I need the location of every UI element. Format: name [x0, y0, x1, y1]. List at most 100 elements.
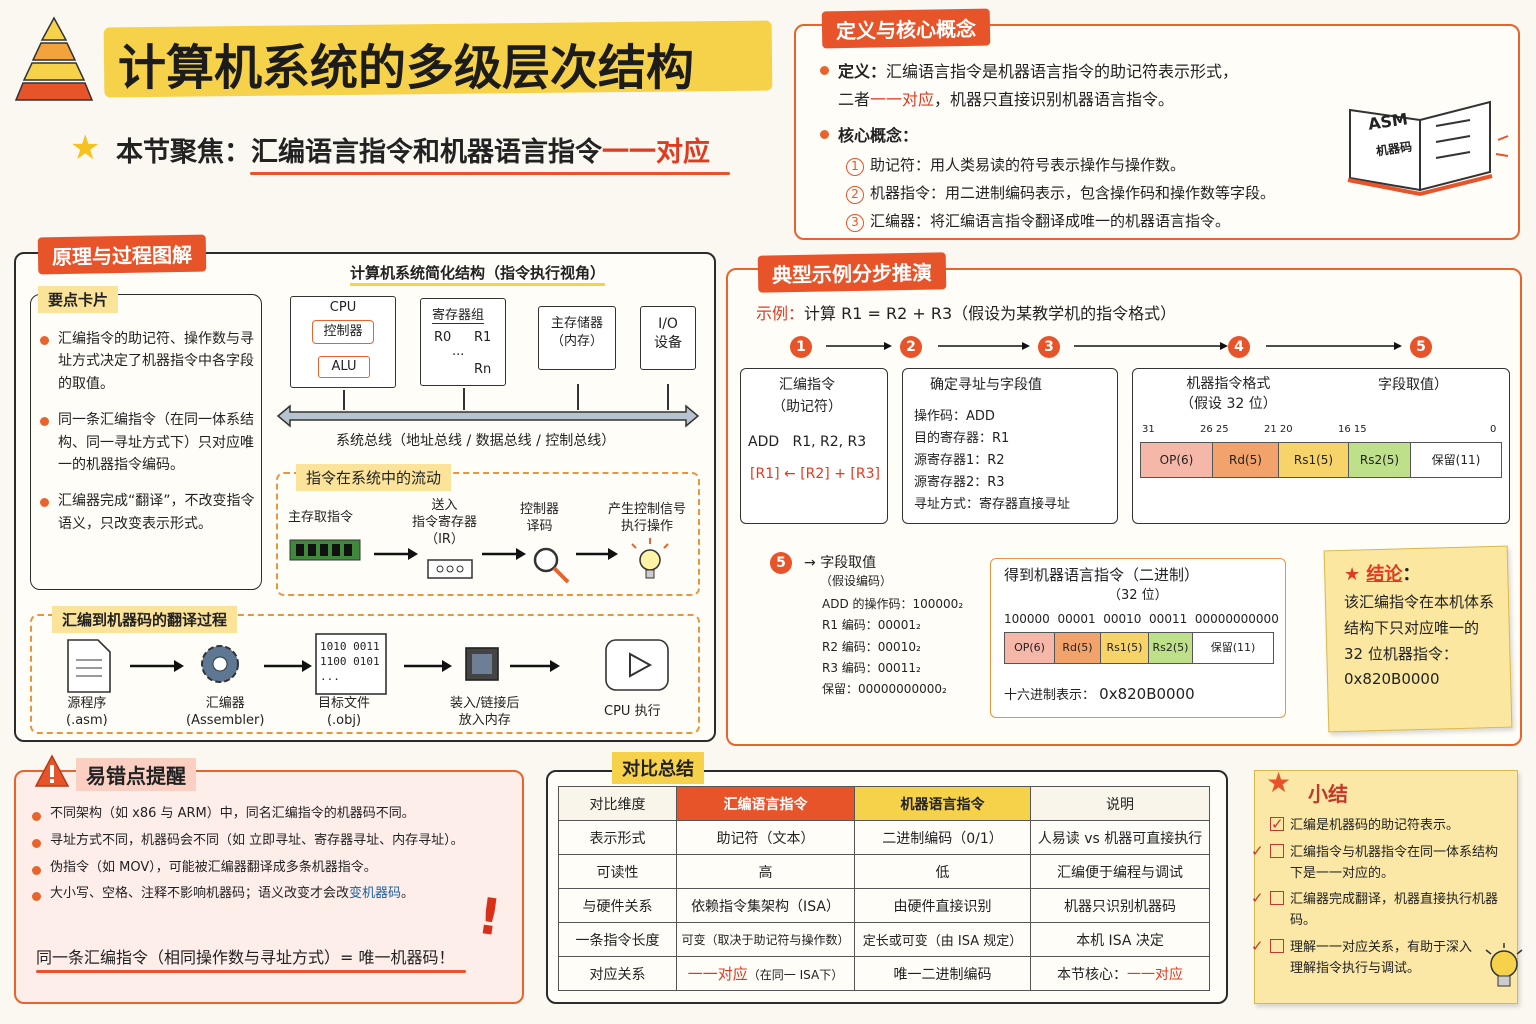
compare-tag: 对比总结 [612, 752, 704, 784]
reg-r1: R1 [474, 330, 492, 345]
field-rs1: Rs1(5) [1279, 443, 1349, 477]
asm-semantics: [R1] ← [R2] + [R3] [750, 466, 880, 482]
trans-cpu: CPU 执行 [604, 704, 661, 719]
pyramid-icon [14, 14, 94, 106]
step-5-detail: 5 [770, 552, 792, 574]
hex-line: 十六进制表示： 0x820B0000 [1004, 685, 1195, 703]
trans-source: 源程序 (.asm) [66, 696, 108, 728]
warning-icon [34, 754, 70, 788]
format-fields: OP(6)Rd(5)Rs1(5)Rs2(5)保留(11) [1140, 442, 1502, 478]
bin-field-rs1: Rs1(5) [1101, 633, 1149, 663]
flow-step-decode: 控制器 译码 [520, 502, 560, 534]
binary-title: 得到机器语言指令（二进制） [1004, 566, 1200, 584]
key-card-title: 要点卡片 [38, 286, 119, 313]
example-tag: 典型示例分步推演 [757, 252, 947, 293]
step-3: 3 [1038, 336, 1060, 358]
translate-icons [40, 630, 700, 696]
focus-underline [250, 172, 730, 175]
trans-object: 目标文件 (.obj) [318, 696, 371, 728]
field-rs2: Rs2(5) [1349, 443, 1411, 477]
mistakes-panel [14, 770, 524, 1004]
field-rd: Rd(5) [1213, 443, 1279, 477]
binary-code: 100000 00001 00010 00011 00000000000 [1004, 612, 1279, 626]
controller-box: 控制器 [312, 320, 374, 344]
bin-field-rs2: Rs2(5) [1149, 633, 1193, 663]
trans-assembler: 汇编器 (Assembler) [186, 696, 265, 728]
flow-icons [280, 520, 700, 592]
values-subtitle: （假设编码） [820, 574, 893, 588]
flow-title: 指令在系统中的流动 [296, 464, 452, 491]
page-title: 计算机系统的多级层次结构 [118, 40, 695, 96]
reg-r0: R0 [434, 330, 452, 345]
flow-step-fetch: 主存取指令 [288, 510, 354, 525]
bin-field-rd: Rd(5) [1055, 633, 1101, 663]
asm-title: 汇编指令 （助记符） [772, 377, 842, 416]
step-1: 1 [790, 336, 812, 358]
obj-code: 1010 0011 1100 0101 ... [320, 640, 380, 683]
flow-step-execute: 产生控制信号 执行操作 [608, 502, 687, 534]
summary-star-icon: ★ [1266, 766, 1292, 799]
alu-box: ALU [318, 356, 370, 378]
principle-tag: 原理与过程图解 [37, 234, 207, 275]
example-statement: 示例：计算 R1 = R2 + R3（假设为某教学机的指令格式） [756, 304, 1177, 323]
addr-title: 确定寻址与字段值 [930, 377, 1042, 393]
bin-field-reserved: 保留(11) [1193, 633, 1273, 663]
translate-section [30, 614, 700, 734]
binary-subtitle: （32 位） [1108, 588, 1168, 603]
arch-title: 计算机系统简化结构（指令执行视角） [350, 262, 606, 286]
step-2: 2 [900, 336, 922, 358]
step-4: 4 [1228, 336, 1250, 358]
asm-code: ADD R1, R2, R3 [748, 434, 867, 450]
focus-line: 本节聚焦：汇编语言指令和机器语言指令一一对应 [116, 137, 710, 168]
table-row: 一条指令长度可变（取决于助记符与操作数）定长或可变（由 ISA 规定）本机 IS… [558, 922, 1210, 957]
bus-label: 系统总线（地址总线 / 数据总线 / 控制总线） [336, 433, 616, 449]
conclusion-title: ★ 结论： [1344, 564, 1421, 585]
mistakes-list: 不同架构（如 x86 与 ARM）中，同名汇编指令的机器码不同。 寻址方式不同，… [28, 804, 508, 911]
binary-fields: OP(6)Rd(5)Rs1(5)Rs2(5)保留(11) [1004, 632, 1274, 664]
key-card [30, 294, 262, 590]
translate-title: 汇编到机器码的翻译过程 [52, 606, 238, 633]
footer-underline [36, 970, 466, 973]
memory-box: 主存储器 （内存） [538, 306, 616, 370]
star-icon: ★ [70, 128, 101, 168]
mistakes-footer: 同一条汇编指令（相同操作数与寻址方式）= 唯一机器码！ [36, 948, 455, 967]
asm-box [740, 368, 888, 524]
definition-content: 定义：汇编语言指令是机器语言指令的助记符表示形式，二者一一对应，机器只直接识别机… [816, 58, 1356, 235]
format-title-values: 字段取值） [1378, 377, 1448, 393]
trans-load: 装入/链接后 放入内存 [450, 696, 520, 728]
field-op: OP(6) [1141, 443, 1213, 477]
register-box [420, 298, 506, 386]
values-title: → 字段取值 [804, 555, 877, 571]
summary-list: 汇编是机器码的助记符表示。 汇编指令与机器指令在同一体系结构下是一一对应的。 汇… [1270, 812, 1510, 980]
step-arrows [760, 330, 1460, 360]
summary-note [1254, 770, 1518, 1004]
reg-rn: Rn [474, 362, 492, 377]
flow-step-ir: 送入 指令寄存器 （IR） [412, 498, 478, 547]
mistakes-tag: 易错点提醒 [76, 758, 196, 791]
field-reserved: 保留(11) [1411, 443, 1501, 477]
step-5: 5 [1410, 336, 1432, 358]
table-row: 可读性高低汇编便于编程与调试 [558, 854, 1210, 889]
register-title: 寄存器组 [432, 304, 485, 324]
addr-box [902, 368, 1118, 524]
conclusion-text: 该汇编指令在本机体系结构下只对应唯一的 32 位机器指令：0x820B0000 [1344, 593, 1495, 689]
reg-dots: ... [452, 344, 465, 359]
definition-tag: 定义与核心概念 [821, 8, 991, 49]
bin-field-op: OP(6) [1005, 633, 1055, 663]
lightbulb-icon [1484, 942, 1524, 998]
compare-table: 对比维度汇编语言指令机器语言指令说明 表示形式助记符（文本）二进制编码（0/1）… [558, 786, 1210, 991]
table-row: 表示形式助记符（文本）二进制编码（0/1）人易读 vs 机器可直接执行 [558, 820, 1210, 855]
io-box: I/O 设备 [640, 306, 696, 370]
summary-title: 小结 [1308, 782, 1348, 806]
flow-section [276, 472, 700, 596]
format-title: 机器指令格式 （假设 32 位） [1180, 376, 1277, 413]
table-row: 对应关系一一对应（在同一 ISA下）唯一二进制编码本节核心：一一对应 [558, 956, 1210, 991]
table-row: 与硬件关系依赖指令集架构（ISA）由硬件直接识别机器只识别机器码 [558, 888, 1210, 923]
book-icon [1340, 90, 1510, 200]
